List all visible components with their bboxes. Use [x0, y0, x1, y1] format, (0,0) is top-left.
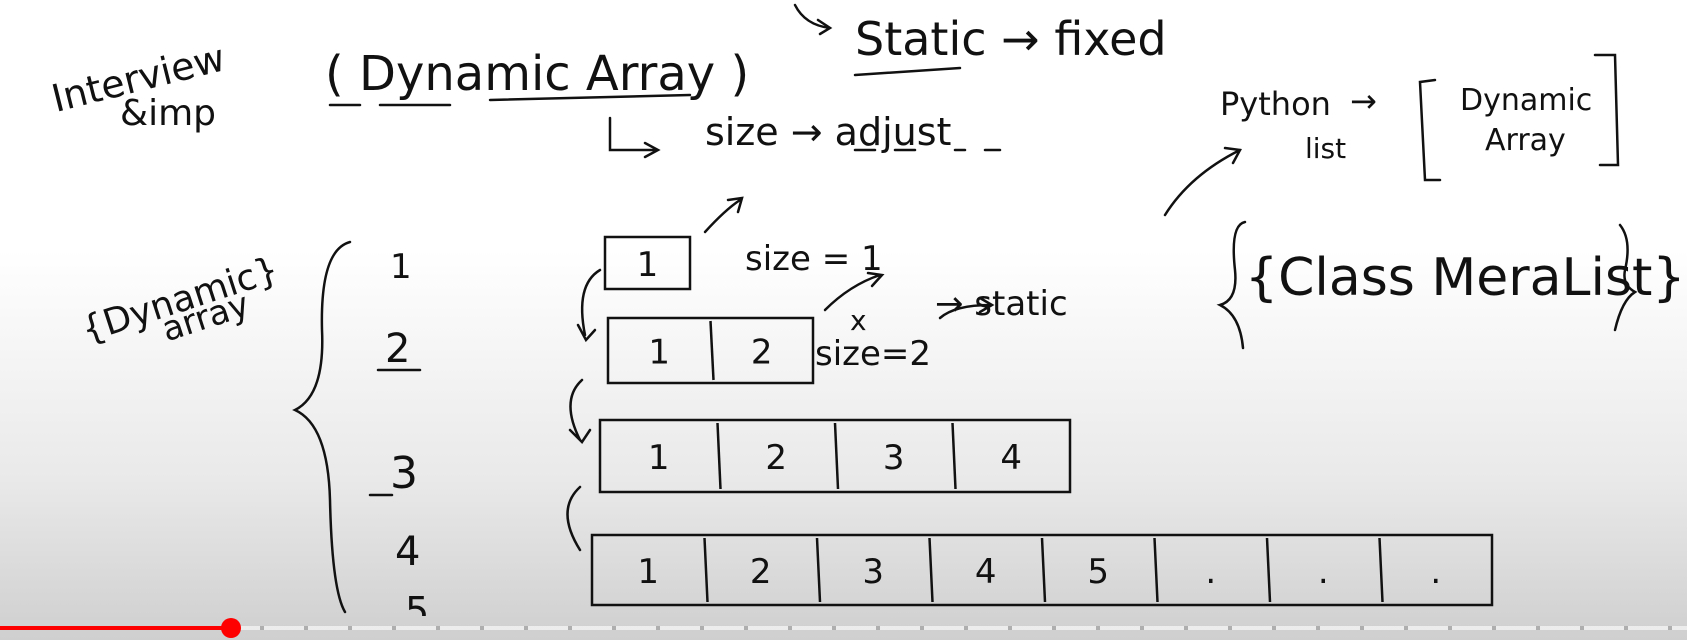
curved-arrow-icon — [793, 3, 833, 36]
python-arrow: → — [1350, 82, 1377, 120]
arrow-to-python-icon — [1163, 146, 1242, 217]
python-box-line1: Dynamic — [1460, 83, 1592, 118]
progress-scrubber-handle[interactable] — [221, 618, 242, 638]
array-cell-value: . — [1205, 552, 1216, 592]
array-cell-value: 2 — [750, 552, 772, 592]
array-divider — [815, 537, 822, 603]
static-underline — [853, 66, 962, 77]
size2-text: size=2 — [815, 334, 931, 374]
whiteboard: Interview &imp ( Dynamic Array ) Static … — [47, 3, 1686, 616]
left-number: 3 — [390, 448, 418, 499]
left-number: 4 — [395, 529, 420, 575]
python-box-line2: Array — [1485, 123, 1566, 158]
heading-underline — [328, 93, 692, 107]
array-cell-value: 5 — [1087, 552, 1109, 592]
array-cell-value: 4 — [1000, 438, 1022, 478]
array-divider — [1040, 537, 1047, 603]
progress-track[interactable] — [0, 626, 1687, 630]
python-text: Python — [1220, 85, 1331, 123]
class-brace-left — [1216, 220, 1247, 350]
array-cell-value: 2 — [751, 333, 773, 373]
bracket-left — [1418, 78, 1442, 182]
video-progress-bar[interactable] — [0, 616, 1687, 640]
transition-arrow-icon — [576, 268, 602, 343]
transition-arrow-icon — [568, 378, 592, 444]
array-divider — [703, 537, 709, 603]
static-fixed-text: Static → fixed — [855, 12, 1167, 66]
class-meralist-text: {Class MeraList} — [1245, 248, 1686, 308]
array-cell-value: 4 — [975, 552, 997, 592]
array-cell-value: 1 — [648, 333, 670, 373]
array-cell-value: . — [1430, 552, 1441, 592]
array-divider — [1153, 537, 1159, 603]
array-cell-value: 3 — [883, 438, 905, 478]
array-box — [606, 316, 815, 385]
left-number: 2 — [385, 326, 410, 372]
small-arrow-icon — [938, 296, 995, 320]
left-brace — [292, 240, 352, 614]
array-cell-value: 1 — [637, 552, 659, 592]
array-divider — [928, 537, 934, 603]
class-brace-right — [1613, 223, 1638, 332]
static-note-text: → static — [935, 284, 1068, 324]
array-box — [603, 235, 692, 291]
heading-text: ( Dynamic Array ) — [325, 46, 749, 102]
array-divider — [951, 422, 957, 490]
bracket-right — [1593, 53, 1620, 167]
array-divider — [1265, 537, 1272, 603]
array-diagrams: 1 1 2 1 2 3 4 1 2 3 4 5... — [590, 235, 1494, 607]
small-arrow-icon — [823, 271, 885, 312]
size1-text: size = 1 — [745, 239, 883, 279]
left-number: 1 — [390, 247, 412, 287]
progress-played — [0, 626, 232, 630]
array-divider — [833, 422, 840, 490]
array-cell-value: . — [1318, 552, 1329, 592]
size-adjust-text: size → adjust — [705, 110, 951, 154]
l-arrow — [608, 116, 661, 159]
array-cell-value: 2 — [765, 438, 787, 478]
array-divider — [716, 422, 722, 490]
array-box — [590, 533, 1494, 607]
transition-arrow-icon — [566, 485, 582, 552]
imp-text: &imp — [120, 93, 216, 134]
array-divider — [1378, 537, 1384, 603]
cross-text: x — [850, 304, 867, 337]
small-arrow-icon — [703, 196, 744, 234]
array-cell-value: 1 — [648, 438, 670, 478]
list-text: list — [1305, 132, 1346, 165]
array-box — [598, 418, 1072, 494]
array-cell-value: 3 — [862, 552, 884, 592]
array-divider — [709, 320, 715, 381]
left-number: 5 — [405, 589, 429, 616]
array-cell-value: 1 — [637, 245, 659, 285]
